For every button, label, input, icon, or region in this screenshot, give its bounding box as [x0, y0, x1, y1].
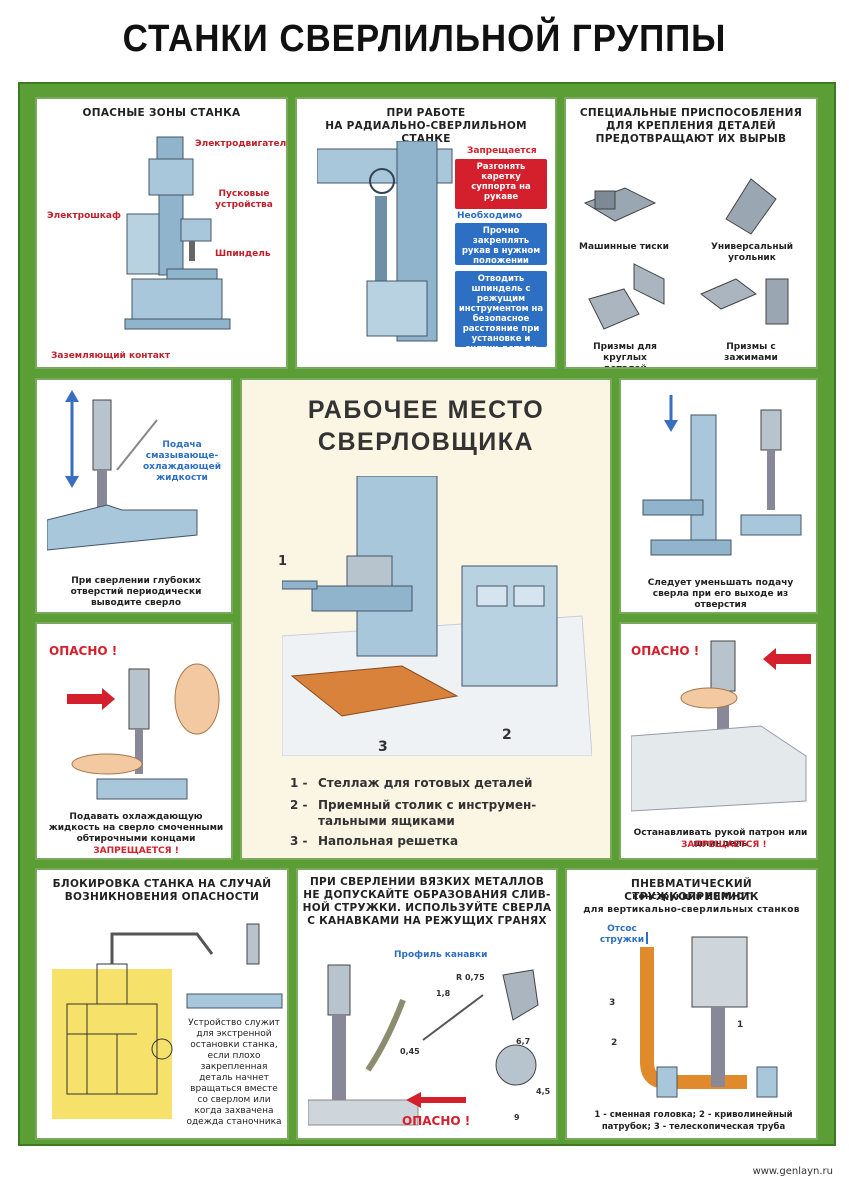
- dim-45: 4,5: [536, 1087, 551, 1096]
- panel-blocking: БЛОКИРОВКА СТАНКА НА СЛУЧАЙ ВОЗНИКНОВЕНИ…: [35, 868, 289, 1140]
- deep-drilling-illustration: [47, 390, 198, 551]
- rag-caption: Подавать охлаждающую жидкость на сверло …: [48, 812, 224, 844]
- caption-angle: Универсальный угольник: [710, 242, 794, 263]
- panel-title-line3: для вертикально-сверлильных станков: [583, 905, 800, 915]
- panel-danger-zones: ОПАСНЫЕ ЗОНЫ СТАНКА Электродвигатель Пус…: [35, 97, 288, 369]
- legend-item-2: 2 -Приемный столик с инструмен-: [290, 798, 537, 812]
- feed-illustration: [642, 395, 802, 556]
- panel-pneumatic: ПНЕВМАТИЧЕСКИЙ СТРУЖКОПРИЕМНИК конструкц…: [565, 868, 818, 1140]
- panel-coolant: Подача смазывающе-охлаждающей жидкости П…: [35, 378, 233, 614]
- panel-title-line2: конструкции ВНИИОТ: [632, 892, 751, 902]
- legend-item-2-cont: тальными ящиками: [318, 814, 455, 828]
- panel-title-line1: СПЕЦИАЛЬНЫЕ ПРИСПОСОБЛЕНИЯ: [579, 107, 803, 119]
- panel-title-line1: ПРИ СВЕРЛЕНИИ ВЯЗКИХ МЕТАЛЛОВ: [309, 876, 545, 888]
- profile-label: Профиль канавки: [394, 950, 488, 960]
- chuck-illustration: [631, 640, 811, 812]
- circuit-illustration: [52, 923, 283, 1119]
- clamp-prism-illustration: [700, 278, 789, 325]
- panel-title: ОПАСНЫЕ ЗОНЫ СТАНКА: [82, 107, 241, 119]
- panel-workplace: РАБОЧЕЕ МЕСТО СВЕРЛОВЩИКА 1 2 3 1 -Стелл…: [240, 378, 612, 860]
- required-header: Необходимо: [457, 211, 523, 221]
- dim-67: 6,7: [516, 1037, 531, 1046]
- panel-title-line3: ПРЕДОТВРАЩАЮТ ИХ ВЫРЫВ: [595, 133, 787, 145]
- label-ground: Заземляющий контакт: [51, 351, 171, 361]
- workplace-title-line2: СВЕРЛОВЩИКА: [317, 428, 535, 456]
- panel-chuck: ОПАСНО ! Останавливать рукой патрон или …: [619, 622, 818, 860]
- marker-1: 1: [278, 554, 288, 569]
- panel-title-line1: БЛОКИРОВКА СТАНКА НА СЛУЧАЙ: [52, 878, 272, 890]
- danger-arrow: [406, 1092, 466, 1108]
- chuck-caption-red: ЗАПРЕЩАЕТСЯ !: [681, 840, 767, 850]
- label-cabinet: Электрошкаф: [47, 211, 121, 221]
- dim-9: 9: [514, 1113, 520, 1122]
- legend-item-1: 1 -Стеллаж для готовых деталей: [290, 776, 533, 790]
- label-spindle: Шпиндель: [215, 249, 271, 259]
- rag-illustration: [67, 663, 220, 800]
- dim-r075: R 0,75: [456, 973, 485, 982]
- caption-prisms: Призмы для круглых деталей: [593, 342, 657, 369]
- workplace-title-line1: РАБОЧЕЕ МЕСТО: [307, 396, 545, 424]
- marker-1: 1: [737, 1020, 744, 1030]
- prism-illustration: [588, 263, 665, 330]
- label-start-devices: Пусковые устройства: [215, 189, 273, 210]
- coolant-label: Подача смазывающе-охлаждающей жидкости: [142, 440, 222, 483]
- dim-18: 1,8: [436, 989, 451, 998]
- panel-title-line2: НЕ ДОПУСКАЙТЕ ОБРАЗОВАНИЯ СЛИВ-: [303, 889, 551, 901]
- drill-profile-illustration: [308, 964, 539, 1126]
- suction-label: Отсос стружки: [599, 924, 645, 945]
- rag-caption-red: ЗАПРЕЩАЕТСЯ !: [93, 846, 179, 856]
- required-box-2: Отводить шпиндель с режущим инструментом…: [455, 271, 547, 354]
- dim-045: 0,45: [400, 1047, 420, 1056]
- vise-illustration: [583, 187, 657, 222]
- marker-2: 2: [502, 727, 512, 743]
- panel-title-line2: ДЛЯ КРЕПЛЕНИЯ ДЕТАЛЕЙ: [605, 120, 777, 132]
- panel-rag: ОПАСНО ! Подавать охлаждающую жидкость н…: [35, 622, 233, 860]
- label-motor: Электродвигатель: [195, 139, 288, 149]
- coolant-caption: При сверлении глубоких отверстий периоди…: [70, 576, 202, 608]
- danger-label: ОПАСНО !: [49, 644, 118, 658]
- marker-3: 3: [378, 739, 388, 755]
- radial-drill-illustration: [317, 141, 453, 342]
- forbidden-header: Запрещается: [467, 146, 537, 156]
- drill-press-illustration: [124, 136, 231, 330]
- workplace-illustration: [282, 476, 592, 756]
- panel-title-line1: ПНЕВМАТИЧЕСКИЙ СТРУЖКОПРИЕМНИК: [624, 878, 759, 903]
- panel-fixtures: СПЕЦИАЛЬНЫЕ ПРИСПОСОБЛЕНИЯ ДЛЯ КРЕПЛЕНИЯ…: [564, 97, 818, 369]
- panel-title-line4: С КАНАВКАМИ НА РЕЖУЩИХ ГРАНЯХ: [307, 915, 547, 927]
- caption-vise: Машинные тиски: [579, 242, 669, 252]
- marker-2: 2: [611, 1038, 618, 1048]
- legend-item-3: 3 -Напольная решетка: [290, 834, 459, 848]
- panel-radial-drill: ПРИ РАБОТЕ НА РАДИАЛЬНО-СВЕРЛИЛЬНОМ СТАН…: [295, 97, 557, 369]
- block-text: Устройство служит для экстренной останов…: [186, 1018, 282, 1127]
- angle-plate-illustration: [725, 178, 777, 235]
- footer-url[interactable]: www.genlayn.ru: [752, 1166, 833, 1177]
- danger-label: ОПАСНО !: [631, 644, 700, 658]
- panel-title-line2: ВОЗНИКНОВЕНИЯ ОПАСНОСТИ: [64, 891, 260, 903]
- panel-viscous: ПРИ СВЕРЛЕНИИ ВЯЗКИХ МЕТАЛЛОВ НЕ ДОПУСКА…: [296, 868, 558, 1140]
- danger-label: ОПАСНО !: [402, 1114, 471, 1128]
- marker-3: 3: [609, 998, 616, 1008]
- chip-collector-illustration: [640, 932, 778, 1098]
- feed-caption: Следует уменьшать подачу сверла при его …: [647, 578, 794, 610]
- poster-title: СТАНКИ СВЕРЛИЛЬНОЙ ГРУППЫ: [122, 18, 727, 60]
- required-box-1: Прочно закреплять рукав в нужном положен…: [455, 223, 547, 266]
- chuck-caption: Останавливать рукой патрон или шпиндель: [633, 828, 808, 849]
- forbidden-box: Разгонять каретку суппорта на рукаве: [455, 159, 547, 209]
- panel-feed: Следует уменьшать подачу сверла при его …: [619, 378, 818, 614]
- pneumatic-caption-2: патрубок; 3 - телескопическая труба: [601, 1122, 786, 1132]
- panel-title-line1: ПРИ РАБОТЕ: [386, 107, 466, 119]
- caption-clamp-prisms: Призмы с зажимами: [724, 342, 778, 363]
- pneumatic-caption-1: 1 - сменная головка; 2 - криволинейный: [594, 1110, 793, 1120]
- panel-title-line3: НОЙ СТРУЖКИ. ИСПОЛЬЗУЙТЕ СВЕРЛА: [302, 902, 552, 914]
